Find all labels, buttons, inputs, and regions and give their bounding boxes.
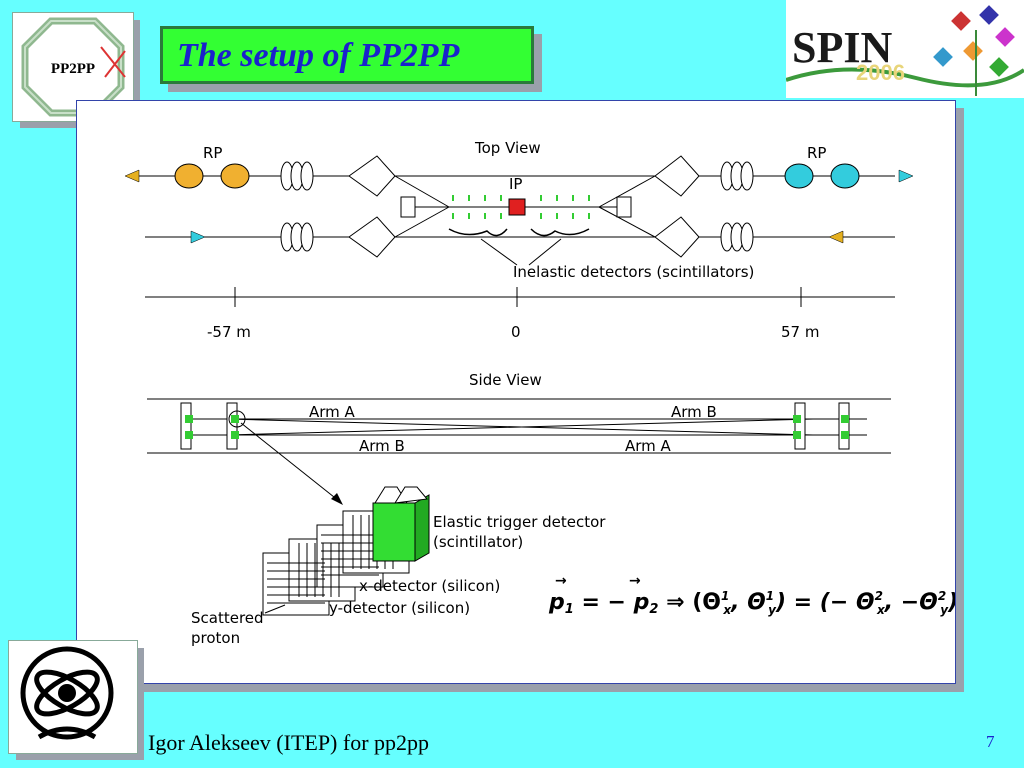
- x-detector-label: x-detector (silicon): [359, 577, 500, 595]
- footer-author: Igor Alekseev (ITEP) for pp2pp: [148, 730, 430, 755]
- arm-a-top-label: Arm A: [309, 403, 356, 421]
- tick-center-label: 0: [511, 323, 521, 341]
- setup-diagram: Top View RP RP: [76, 100, 958, 684]
- inelastic-detectors: [452, 195, 590, 219]
- interaction-point: [508, 198, 526, 216]
- title-box: The setup of PP2PP: [160, 26, 534, 84]
- dipole-magnets: [280, 161, 754, 252]
- itep-emblem-icon: [20, 646, 114, 740]
- side-view-detectors: [185, 415, 849, 439]
- spin-logo-text: SPIN: [792, 23, 892, 72]
- momentum-formula: p1 = − p2 ⇒ (Θ1x, Θ1y) = (− Θ2x, −Θ2y) →…: [548, 573, 958, 617]
- pp2pp-logo: PP2PP: [12, 12, 134, 122]
- side-view-stations: [180, 402, 850, 450]
- roman-pot-left-2: [220, 163, 250, 189]
- ip-label: IP: [509, 175, 522, 193]
- pp2pp-logo-text: PP2PP: [51, 61, 95, 77]
- elastic-trigger-label-2: (scintillator): [433, 533, 523, 551]
- roman-pot-right-1: [784, 163, 814, 189]
- itep-logo: [8, 640, 138, 754]
- tick-right-label: 57 m: [781, 323, 819, 341]
- spin-2006-logo: SPIN 2006: [785, 0, 1024, 98]
- detector-package: [262, 486, 430, 616]
- svg-text:p1 = − p2 ⇒ (Θ1x, Θ1y) = (− Θ2: p1 = − p2 ⇒ (Θ1x, Θ1y) = (− Θ2x, −Θ2y): [548, 589, 955, 617]
- arm-a-bottom-label: Arm A: [625, 437, 672, 455]
- arm-b-bottom-label: Arm B: [359, 437, 405, 455]
- scattered-proton-label: Scattered: [191, 609, 264, 627]
- roman-pot-right-2: [830, 163, 860, 189]
- inelastic-label: Inelastic detectors (scintillators): [513, 263, 754, 281]
- top-view-label: Top View: [474, 139, 541, 157]
- roman-pot-left-1: [174, 163, 204, 189]
- setup-diagram-svg: Top View RP RP: [124, 139, 958, 647]
- svg-text:→: →: [629, 573, 641, 589]
- spin-logo-year: 2006: [856, 60, 905, 85]
- quadrupoles: [348, 155, 700, 258]
- y-detector-label: y-detector (silicon): [329, 599, 470, 617]
- tick-left-label: -57 m: [207, 323, 251, 341]
- elastic-trigger-label: Elastic trigger detector: [433, 513, 606, 531]
- rp-right-label: RP: [807, 144, 826, 162]
- page-title: The setup of PP2PP: [177, 37, 460, 74]
- scattered-proton-label-2: proton: [191, 629, 240, 647]
- side-view-label: Side View: [469, 371, 542, 389]
- page-number: 7: [986, 732, 995, 751]
- svg-text:→: →: [555, 573, 567, 589]
- rp-left-label: RP: [203, 144, 222, 162]
- arm-b-top-label: Arm B: [671, 403, 717, 421]
